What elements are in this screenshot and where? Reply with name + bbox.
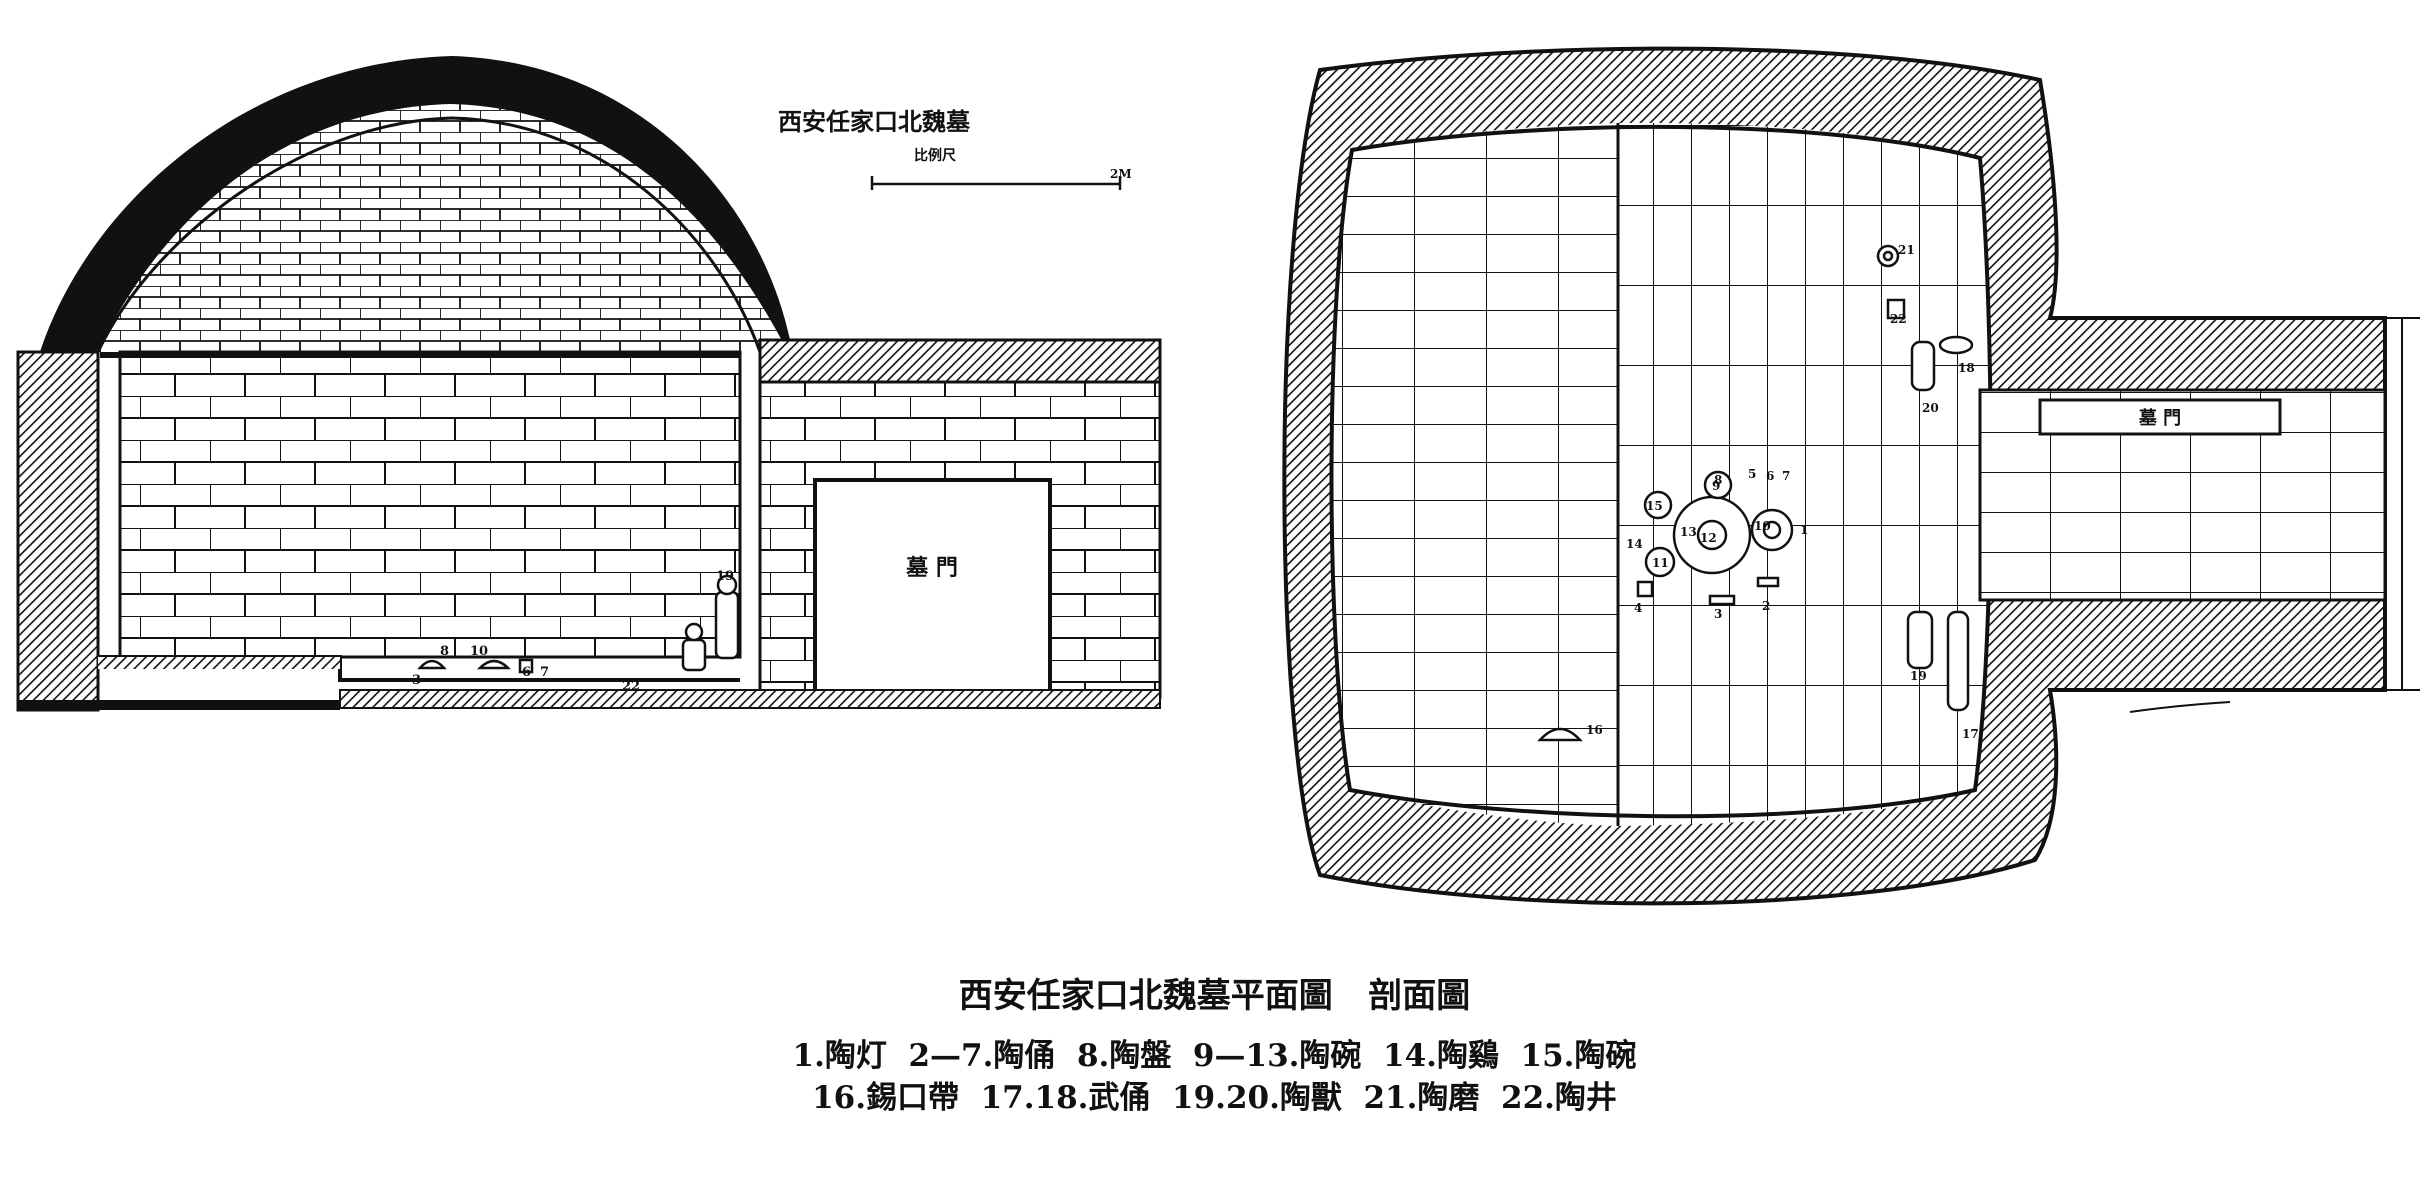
outer-arch xyxy=(40,56,790,352)
plan-item-number: 12 xyxy=(1700,531,1717,545)
scale-bar xyxy=(870,176,1122,190)
section-item-number: 22 xyxy=(622,679,640,694)
plan-grave-goods xyxy=(1537,244,1974,742)
dimension-line xyxy=(2129,317,2420,713)
passage-roof xyxy=(758,338,1162,384)
plan-item-number: 4 xyxy=(1634,601,1642,615)
section-figures xyxy=(417,574,740,674)
plan-item-number: 21 xyxy=(1898,243,1915,257)
section-item-number: 3 xyxy=(412,673,421,688)
plan-item-number: 11 xyxy=(1652,556,1669,570)
section-item-number: 10 xyxy=(470,644,488,659)
plan-view: 墓 門 21 1 xyxy=(1282,46,2420,906)
section-item-number: 7 xyxy=(540,665,549,680)
plan-item-number: 22 xyxy=(1890,312,1907,326)
plan-item-number: 20 xyxy=(1922,401,1939,415)
plan-item-number: 3 xyxy=(1714,607,1722,621)
section-title: 西安任家口北魏墓 xyxy=(778,107,971,136)
plan-floor-left xyxy=(1331,123,1618,826)
section-view: 墓 門 19 3 8 10 6 7 22 西安任家口北魏墓 比例尺 xyxy=(16,56,1162,712)
plan-item-number: 6 xyxy=(1766,469,1774,483)
plan-item-number: 7 xyxy=(1782,469,1790,483)
plan-floor-right xyxy=(1618,122,1991,827)
dome-bricks xyxy=(98,104,788,352)
plan-item-number: 19 xyxy=(1910,669,1927,683)
plan-item-number: 16 xyxy=(1586,723,1603,737)
chamber-wall xyxy=(118,350,742,659)
legend-line-2: 16.錫口帶 17.18.武俑 19.20.陶獸 21.陶磨 22.陶井 xyxy=(812,1080,1617,1116)
scale-label: 比例尺 xyxy=(914,147,956,164)
section-item-number: 6 xyxy=(522,665,531,680)
plan-item-number: 10 xyxy=(1754,519,1771,533)
plan-door xyxy=(2038,398,2282,436)
plan-item-number: 14 xyxy=(1626,537,1643,551)
scale-end-label: 2M xyxy=(1110,167,1132,181)
plan-item-number: 2 xyxy=(1762,599,1770,613)
plan-door-label: 墓 門 xyxy=(2138,408,2181,429)
plan-item-number: 18 xyxy=(1958,361,1975,375)
plan-item-number: 8 xyxy=(1714,473,1722,487)
section-door xyxy=(813,478,1052,699)
plan-item-number: 1 xyxy=(1800,523,1808,537)
section-item-number: 19 xyxy=(716,569,734,584)
section-item-number: 8 xyxy=(440,644,449,659)
plan-item-number: 15 xyxy=(1646,499,1663,513)
plan-item-number: 13 xyxy=(1680,525,1697,539)
plan-item-number: 5 xyxy=(1748,467,1756,481)
section-door-label: 墓 門 xyxy=(905,555,958,581)
figure-title: 西安任家口北魏墓平面圖 剖面圖 xyxy=(958,976,1471,1016)
legend-line-1: 1.陶灯 2—7.陶俑 8.陶盤 9—13.陶碗 14.陶鷄 15.陶碗 xyxy=(792,1038,1637,1074)
plan-item-number: 9 xyxy=(1712,479,1720,493)
left-wall xyxy=(16,350,100,712)
plan-item-number: 17 xyxy=(1962,727,1979,741)
